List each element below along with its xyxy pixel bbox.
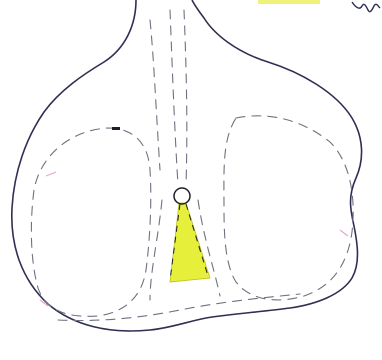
outer-outline [12,0,362,331]
dashed-channel-left [150,20,160,170]
highlighted-wedge [170,203,210,282]
dashed-center-left [150,200,162,300]
handwriting-scribble [352,2,380,12]
circle-marker [174,188,190,204]
top-right-yellow-mark [258,0,320,4]
dashed-center-right [198,200,220,296]
dashed-channel-mid [170,10,178,185]
dashed-right-lobe [224,116,353,300]
dashed-channel-right [184,10,187,185]
pink-accent-left [46,172,56,176]
dashed-left-lobe [31,128,150,316]
pink-accent-right [340,230,348,236]
small-dark-mark [112,127,120,130]
